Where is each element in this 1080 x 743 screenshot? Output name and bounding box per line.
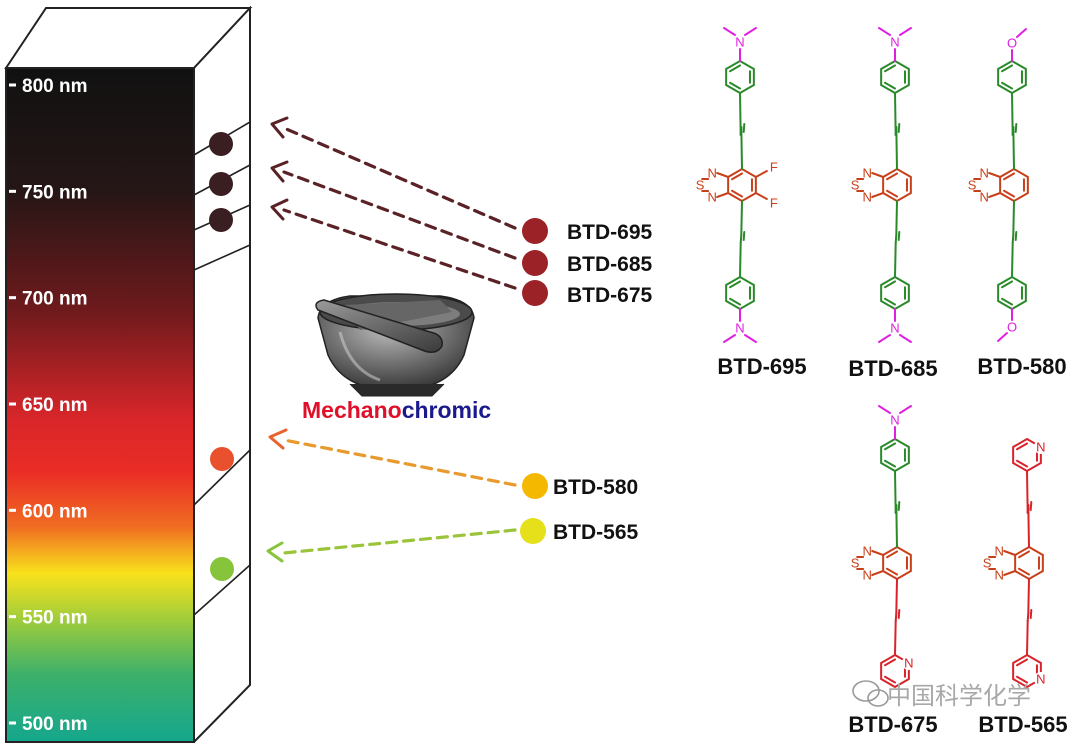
fluorine-atom: F xyxy=(770,160,778,175)
scale-tick-label: 550 nm xyxy=(22,608,87,629)
sulfur-atom: S xyxy=(983,556,992,571)
box-front-outline xyxy=(5,67,195,743)
nitrogen-atom: N xyxy=(1036,672,1045,687)
emitter-dot-btd-695 xyxy=(522,218,548,244)
emitter-label-btd-685: BTD-685 xyxy=(567,253,653,276)
structure-label-btd-565: BTD-565 xyxy=(978,712,1067,737)
emitter-dot-btd-675 xyxy=(522,280,548,306)
nitrogen-atom: N xyxy=(994,568,1003,583)
scale-tick-mark xyxy=(9,402,16,406)
emission-points xyxy=(209,132,234,581)
emission-point-btd-580 xyxy=(210,447,234,471)
arrow-btd-685 xyxy=(282,170,517,260)
arrow-btd-695 xyxy=(282,126,517,230)
wechat-icon xyxy=(852,680,889,707)
watermark: 中国科学化学 xyxy=(852,680,1031,710)
arrow-btd-580 xyxy=(282,438,517,487)
sulfur-atom: S xyxy=(696,178,705,193)
oxygen-atom: O xyxy=(1007,36,1017,51)
scale-tick-label: 600 nm xyxy=(22,501,87,522)
nitrogen-atom: N xyxy=(994,544,1003,559)
emitter-label-btd-565: BTD-565 xyxy=(553,521,639,544)
scale-tick-label: 750 nm xyxy=(22,182,87,203)
emitter-label-btd-675: BTD-675 xyxy=(567,284,653,307)
watermark-text: 中国科学化学 xyxy=(887,682,1031,710)
scale-tick-mark xyxy=(9,189,16,193)
scale-tick-label: 700 nm xyxy=(22,289,87,310)
nitrogen-atom: N xyxy=(735,321,744,336)
wavelength-scale: 800 nm 750 nm 700 nm 650 nm 600 nm 550 nm 500 … xyxy=(9,76,87,735)
structure-labels: BTD-695 BTD-685 BTD-580 BTD-675 BTD-565 xyxy=(717,354,1067,737)
structure-label-btd-685: BTD-685 xyxy=(848,356,937,381)
mortar-and-pestle-icon xyxy=(315,293,475,397)
structure-label-btd-580: BTD-580 xyxy=(977,354,1066,379)
emitter-dot-btd-685 xyxy=(522,250,548,276)
spectrum-box xyxy=(4,5,253,743)
emission-point-btd-685 xyxy=(209,172,233,196)
box-side-face xyxy=(193,5,251,743)
chromic-text: chromic xyxy=(402,397,492,423)
emitter-label-btd-695: BTD-695 xyxy=(567,221,653,244)
nitrogen-atom: N xyxy=(862,544,871,559)
oxygen-atom: O xyxy=(1007,320,1017,335)
nitrogen-atom: N xyxy=(979,190,988,205)
nitrogen-atom: N xyxy=(862,190,871,205)
emission-point-btd-565 xyxy=(210,557,234,581)
nitrogen-atom: N xyxy=(862,166,871,181)
structure-label-btd-675: BTD-675 xyxy=(848,712,937,737)
sulfur-atom: S xyxy=(851,556,860,571)
arrows xyxy=(282,126,517,555)
scale-tick-mark xyxy=(9,615,16,619)
scale-tick-mark xyxy=(9,508,16,512)
nitrogen-atom: N xyxy=(890,321,899,336)
sulfur-atom: S xyxy=(968,178,977,193)
structure-btd-580: NNS O O xyxy=(968,28,1029,342)
scale-tick-label: 800 nm xyxy=(22,76,87,97)
scale-tick-mark xyxy=(9,721,16,725)
emitter-label-btd-580: BTD-580 xyxy=(553,476,638,499)
nitrogen-atom: N xyxy=(1036,440,1045,455)
nitrogen-atom: N xyxy=(735,35,744,50)
emission-point-btd-675 xyxy=(209,208,233,232)
emitter-dot-btd-565 xyxy=(520,518,546,544)
arrow-btd-675 xyxy=(282,208,517,290)
scale-tick-label: 500 nm xyxy=(22,714,87,735)
scale-tick-label: 650 nm xyxy=(22,395,87,416)
nitrogen-atom: N xyxy=(904,656,913,671)
nitrogen-atom: N xyxy=(890,35,899,50)
spectrum-gradient xyxy=(6,68,194,742)
mechano-text: Mechano xyxy=(302,397,402,423)
nitrogen-atom: N xyxy=(862,568,871,583)
scale-tick-mark xyxy=(9,83,16,87)
emission-point-btd-695 xyxy=(209,132,233,156)
nitrogen-atom: N xyxy=(979,166,988,181)
nitrogen-atom: N xyxy=(890,413,899,428)
nitrogen-atom: N xyxy=(707,166,716,181)
arrow-heads xyxy=(266,116,289,563)
arrow-btd-565 xyxy=(282,528,517,555)
structure-label-btd-695: BTD-695 xyxy=(717,354,806,379)
nitrogen-atom: N xyxy=(707,190,716,205)
emitter-dot-btd-580 xyxy=(522,473,548,499)
mechanochromic-title: Mechanochromic xyxy=(302,397,491,423)
sulfur-atom: S xyxy=(851,178,860,193)
fluorine-atom: F xyxy=(770,196,778,211)
scale-tick-mark xyxy=(9,296,16,300)
